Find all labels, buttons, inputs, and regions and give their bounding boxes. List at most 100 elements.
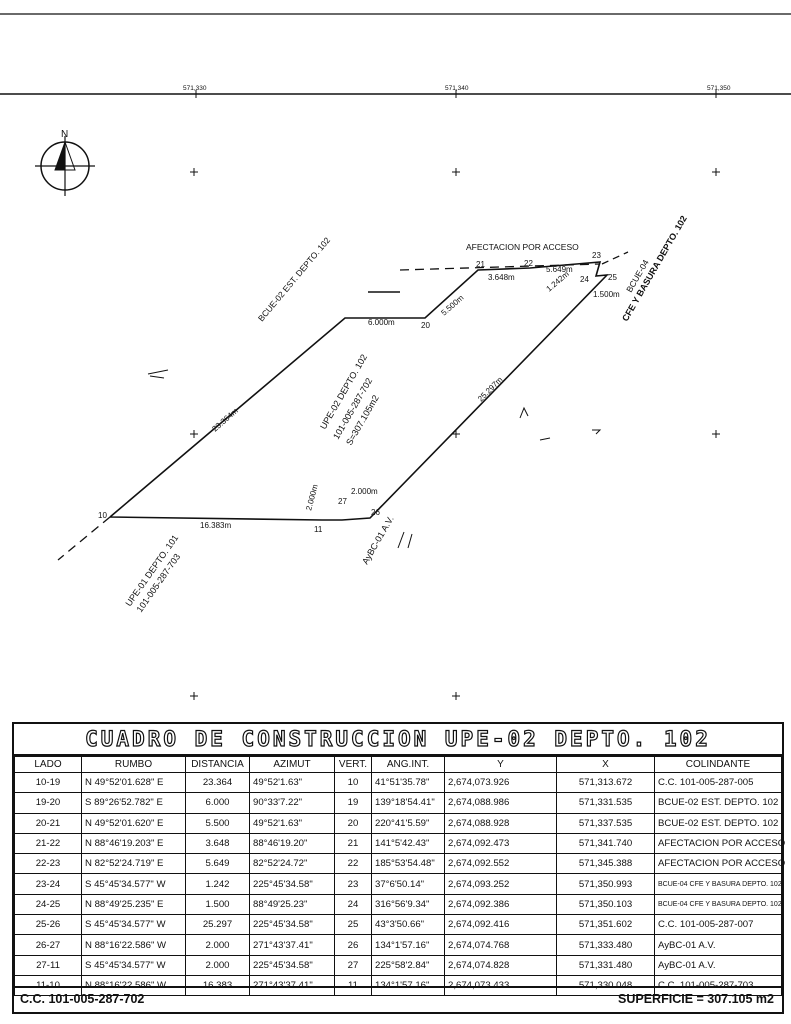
table-cell: 571,341.740 xyxy=(556,832,655,855)
table-cell: 23-24 xyxy=(14,873,82,895)
table-cell: 571,331.480 xyxy=(556,954,655,976)
vertex-22: 22 xyxy=(524,259,533,268)
table-cell: C.C. 101-005-287-005 xyxy=(654,771,782,794)
aybc-label: AyBC-01 A.V. xyxy=(360,514,396,566)
table-cell: 2,674,092.473 xyxy=(444,832,557,855)
table-title: CUADRO DE CONSTRUCCION UPE-02 DEPTO. 102 xyxy=(14,724,782,756)
header-y: Y xyxy=(444,756,557,773)
table-cell: 20-21 xyxy=(14,812,82,834)
header-rumbo: RUMBO xyxy=(81,756,186,773)
bcue02-label: BCUE-02 EST. DEPTO. 102 xyxy=(256,235,332,323)
vertex-23: 23 xyxy=(592,251,601,260)
table-cell: 3.648 xyxy=(185,832,250,855)
table-cell: 88°46'19.20" xyxy=(249,832,335,855)
table-cell: 2,674,088.986 xyxy=(444,792,557,814)
table-cell: 21 xyxy=(334,832,372,855)
table-cell: S 45°45'34.577" W xyxy=(81,954,186,976)
site-plan-drawing: 571,330 571,340 571,350 N 10 11 20 21 22… xyxy=(0,13,791,700)
table-cell: N 88°49'25.235" E xyxy=(81,893,186,916)
table-cell: 571,333.480 xyxy=(556,934,655,956)
distance-21-22: 3.648m xyxy=(488,273,515,282)
distance-27-11: 2.000m xyxy=(304,483,320,511)
north-label: N xyxy=(61,129,68,140)
distance-10-19: 23.364m xyxy=(210,406,240,433)
table-cell: 11 xyxy=(334,974,372,997)
table-cell: 24-25 xyxy=(14,893,82,916)
table-cell: 2,674,074.768 xyxy=(444,934,557,956)
table-footer: C.C. 101-005-287-702 SUPERFICIE = 307.10… xyxy=(14,986,782,1012)
table-cell: N 88°16'22.586" W xyxy=(81,934,186,956)
table-header-row: LADO RUMBO DISTANCIA AZIMUT VERT. ANG.IN… xyxy=(14,756,782,773)
table-cell: 571,350.993 xyxy=(556,873,655,895)
dashed-extension-sw xyxy=(57,516,111,561)
table-cell: 2,674,074.828 xyxy=(444,954,557,976)
table-cell: 23.364 xyxy=(185,771,250,794)
table-cell: 2,674,092.416 xyxy=(444,914,557,936)
grid-crosshairs xyxy=(190,168,720,700)
vertex-27: 27 xyxy=(338,497,347,506)
distance-25-26: 25.297m xyxy=(476,375,505,404)
table-cell: 27 xyxy=(334,954,372,976)
header-distancia: DISTANCIA xyxy=(185,756,250,773)
table-cell: AFECTACION POR ACCESO xyxy=(654,853,785,875)
table-cell: 21-22 xyxy=(14,832,82,855)
table-cell: 20 xyxy=(334,812,372,834)
table-cell: BCUE-02 EST. DEPTO. 102 xyxy=(654,812,782,834)
vertex-24: 24 xyxy=(580,275,589,284)
table-cell: AyBC-01 A.V. xyxy=(654,934,782,956)
table-cell: 22 xyxy=(334,853,372,875)
table-cell: C.C. 101-005-287-007 xyxy=(654,914,782,936)
table-cell: 225°45'34.58" xyxy=(249,873,335,895)
table-cell: 141°5'42.43" xyxy=(371,832,445,855)
distance-24-25: 1.500m xyxy=(593,290,620,299)
table-cell: C.C. 101-005-287-703 xyxy=(654,974,782,997)
grid-label-1: 571,330 xyxy=(183,85,207,92)
table-cell: 22-23 xyxy=(14,853,82,875)
lot-boundary xyxy=(109,261,610,521)
table-cell: 41°51'35.78" xyxy=(371,771,445,794)
table-cell: S 45°45'34.577" W xyxy=(81,914,186,936)
table-cell: S 45°45'34.577" W xyxy=(81,873,186,895)
header-x: X xyxy=(556,756,655,773)
table-cell: 225°58'2.84" xyxy=(371,954,445,976)
vertex-10: 10 xyxy=(98,511,107,520)
table-cell: 225°45'34.58" xyxy=(249,954,335,976)
table-cell: 571,331.535 xyxy=(556,792,655,814)
grid-label-2: 571,340 xyxy=(445,85,469,92)
grid-ticks xyxy=(195,90,717,98)
table-cell: BCUE-04 CFE Y BASURA DEPTO. 102 xyxy=(654,873,782,895)
table-cell: AyBC-01 A.V. xyxy=(654,954,782,976)
table-cell: AFECTACION POR ACCESO xyxy=(654,832,785,855)
table-cell: 26 xyxy=(334,934,372,956)
distance-22-23: 5.649m xyxy=(546,265,573,274)
header-azimut: AZIMUT xyxy=(249,756,335,773)
afectacion-label: AFECTACION POR ACCESO xyxy=(466,242,579,252)
vertex-25: 25 xyxy=(608,273,617,282)
table-cell: N 82°52'24.719" E xyxy=(81,853,186,875)
table-cell: 571,350.103 xyxy=(556,893,655,916)
vertex-11: 11 xyxy=(314,525,323,534)
table-cell: 1.242 xyxy=(185,873,250,895)
table-cell: 316°56'9.34" xyxy=(371,893,445,916)
table-cell: 10-19 xyxy=(14,771,82,794)
table-cell: 2.000 xyxy=(185,954,250,976)
header-colindante: COLINDANTE xyxy=(654,756,782,773)
table-cell: 134°1'57.16" xyxy=(371,934,445,956)
table-cell: BCUE-02 EST. DEPTO. 102 xyxy=(654,792,782,814)
table-cell: 571,313.672 xyxy=(556,771,655,794)
table-cell: 5.649 xyxy=(185,853,250,875)
header-ang-int: ANG.INT. xyxy=(371,756,445,773)
vertex-26: 26 xyxy=(371,508,380,517)
table-cell: 2,674,093.252 xyxy=(444,873,557,895)
table-cell: 25.297 xyxy=(185,914,250,936)
table-cell: 19-20 xyxy=(14,792,82,814)
distance-11-10: 16.383m xyxy=(200,521,231,530)
header-lado: LADO xyxy=(14,756,82,773)
table-cell: 2,674,092.386 xyxy=(444,893,557,916)
footer-cc: C.C. 101-005-287-702 xyxy=(20,992,145,1006)
